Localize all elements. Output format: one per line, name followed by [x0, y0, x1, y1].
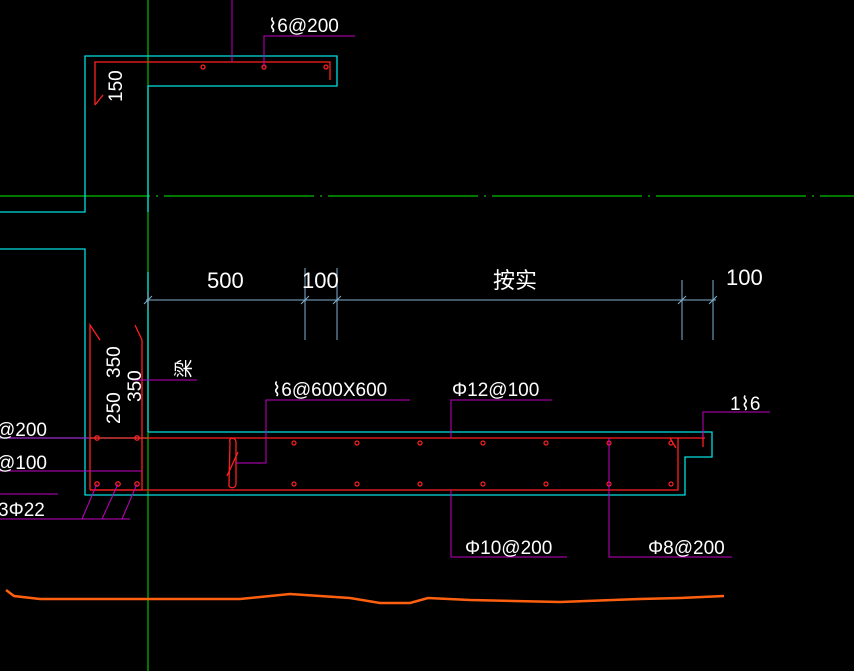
dim-500: 500 — [207, 268, 244, 293]
slab-rebar-dot — [668, 440, 674, 446]
rebar — [89, 61, 705, 491]
slab-rebar-dot — [354, 440, 360, 446]
slab-rebar-dot — [480, 481, 486, 487]
label-250: 250 — [104, 392, 125, 424]
top-slab-outline — [0, 55, 338, 213]
slab-rebar-dot — [543, 440, 549, 446]
slab-rebar-dot — [417, 440, 423, 446]
dim-as-built: 按实 — [493, 268, 537, 293]
dim-100-a: 100 — [302, 268, 339, 293]
top-slab-hook — [94, 94, 104, 106]
dim-tick — [332, 295, 342, 305]
dimension-lines — [143, 268, 718, 340]
beam-cage-right — [134, 324, 143, 490]
beam-dot — [94, 481, 100, 487]
label-stirrup-600: ⌇6@600X600 — [272, 380, 387, 401]
leader-diag — [121, 483, 138, 520]
label-left-200: @200 — [0, 420, 47, 441]
beam-cage-outer — [89, 322, 101, 440]
leader-lines — [0, 0, 770, 558]
dim-tick — [708, 295, 718, 305]
top-rebar-dot — [200, 64, 206, 70]
label-bottom-bar: Φ10@200 — [465, 538, 552, 559]
slab-rebar-dot — [354, 481, 360, 487]
label-350-b: 350 — [125, 370, 146, 402]
top-rebar-dot — [323, 64, 329, 70]
slab-bottom-rebar — [90, 438, 679, 491]
label-top-bar: Φ12@100 — [452, 380, 539, 401]
beam-dot — [134, 481, 140, 487]
label-end-tie: 1⌇6 — [730, 394, 760, 415]
ground-line — [5, 589, 725, 605]
leader-end-tie — [702, 411, 770, 438]
leader-top-stirrup — [263, 35, 355, 67]
label-top-stirrup: ⌇6@200 — [268, 16, 339, 37]
slab-rebar-dot — [291, 481, 297, 487]
slab-rebar-dot — [291, 440, 297, 446]
label-left-3phi22: 3Φ22 — [0, 500, 45, 521]
tie-hook — [228, 437, 237, 489]
leader-diag — [101, 483, 119, 520]
label-350-a: 350 — [104, 346, 125, 378]
concrete-outlines — [0, 55, 713, 496]
slab-rebar-dots — [291, 440, 674, 487]
dim-tick — [143, 295, 153, 305]
leader-phi8 — [608, 438, 732, 558]
slab-rebar-dot — [417, 481, 423, 487]
dim-tick — [300, 295, 310, 305]
label-wall-thickness: 150 — [106, 70, 127, 102]
slab-rebar-dot — [668, 481, 674, 487]
dim-100-b: 100 — [726, 265, 763, 290]
label-dist-bar: Φ8@200 — [648, 538, 725, 559]
leader-phi10 — [450, 490, 567, 558]
top-slab-rebar — [94, 61, 331, 105]
leader-diag — [81, 483, 98, 520]
slab-rebar-dot — [480, 440, 486, 446]
tie-hook-diag — [226, 451, 239, 477]
leader-stirrup600 — [236, 399, 410, 464]
leader-phi12 — [450, 399, 552, 438]
slab-rebar-dot — [543, 481, 549, 487]
label-left-100: @100 — [0, 453, 47, 474]
dim-tick — [677, 295, 687, 305]
label-beam: 梁 — [173, 359, 195, 378]
lower-wall-outline — [0, 248, 713, 496]
beam-dot — [115, 481, 121, 487]
